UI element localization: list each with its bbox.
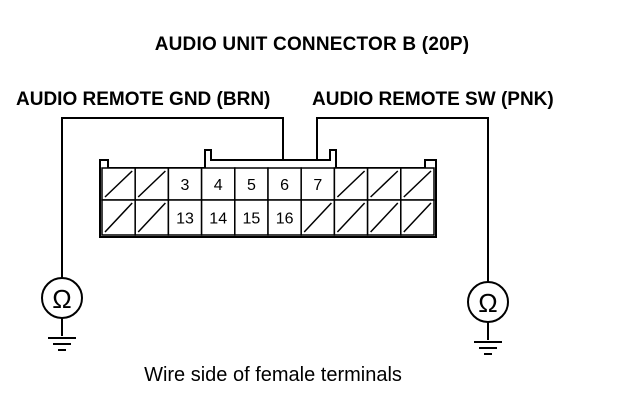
terminal-7: 7 (300, 167, 336, 201)
terminal-number: 4 (214, 177, 223, 194)
terminal-4: 4 (200, 167, 236, 201)
terminal-number: 14 (209, 211, 227, 228)
terminal-3: 3 (167, 167, 203, 201)
wire-sw (316, 117, 489, 283)
wire-gnd (61, 117, 284, 278)
terminal-number: 6 (280, 177, 289, 194)
diagram-caption: Wire side of female terminals (144, 364, 402, 386)
blank-cavity-hatch (104, 170, 133, 198)
terminal-14: 14 (200, 199, 236, 236)
blank-cavity-hatch (137, 170, 166, 198)
ground-icon (474, 341, 502, 355)
terminal-15: 15 (234, 199, 269, 236)
connector-bottom-row: 13 14 15 16 (101, 199, 435, 236)
diagram-title: AUDIO UNIT CONNECTOR B (20P) (154, 34, 470, 55)
ohm-symbol-left: Ω (52, 284, 71, 314)
blank-cavity-hatch (104, 202, 133, 233)
blank-cavity-hatch (303, 202, 332, 233)
terminal-blank (333, 199, 369, 236)
blank-cavity-hatch (403, 202, 432, 233)
terminal-blank (333, 167, 369, 201)
wire-label-sw: AUDIO REMOTE SW (PNK) (312, 89, 554, 110)
terminal-blank (101, 199, 136, 236)
ground-icon (48, 337, 76, 351)
blank-cavity-hatch (336, 202, 366, 233)
blank-cavity-hatch (403, 170, 432, 198)
terminal-13: 13 (167, 199, 203, 236)
terminal-blank (366, 199, 402, 236)
probe-wires (61, 117, 489, 283)
connector-top-row: 3 4 5 6 7 (101, 167, 435, 201)
ohm-symbol-right: Ω (478, 288, 497, 318)
wire-label-gnd: AUDIO REMOTE GND (BRN) (16, 89, 271, 110)
ohmmeter-right: Ω (467, 281, 509, 355)
blank-cavity-hatch (370, 170, 399, 198)
terminal-blank (366, 167, 402, 201)
terminal-number: 7 (313, 177, 322, 194)
blank-cavity-hatch (370, 202, 399, 233)
terminal-blank (101, 167, 136, 201)
terminal-number: 5 (247, 177, 256, 194)
terminal-blank (300, 199, 336, 236)
blank-cavity-hatch (137, 202, 166, 233)
connector-housing: 3 4 5 6 7 13 14 15 16 (99, 149, 437, 238)
ohmmeter-left: Ω (41, 277, 83, 351)
terminal-5: 5 (234, 167, 269, 201)
terminal-blank (134, 167, 170, 201)
terminal-number: 3 (181, 177, 190, 194)
terminal-blank (400, 199, 435, 236)
terminal-blank (134, 199, 170, 236)
terminal-16: 16 (267, 199, 302, 236)
terminal-number: 16 (276, 211, 294, 228)
terminal-6: 6 (267, 167, 302, 201)
terminal-number: 15 (243, 211, 261, 228)
terminal-number: 13 (176, 211, 194, 228)
blank-cavity-hatch (336, 170, 366, 198)
terminal-blank (400, 167, 435, 201)
